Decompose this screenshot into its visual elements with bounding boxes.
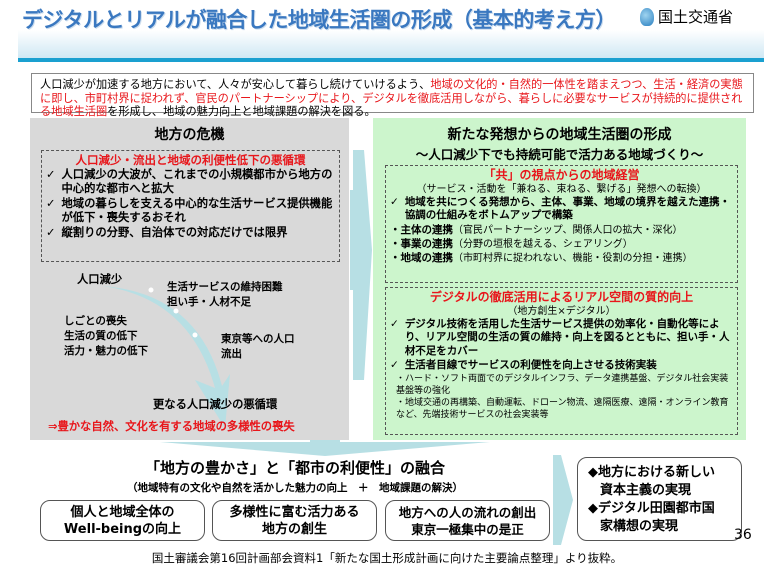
- vision-title: 新たな発想からの地域生活圏の形成: [447, 127, 672, 143]
- sub-item-label: ・事業の連携: [390, 237, 453, 250]
- cycle-label: 流出: [221, 348, 242, 360]
- crisis-item: ✓ 縦割りの分野、自治体での対応だけでは限界: [46, 226, 335, 241]
- crisis-box: 人口減少・流出と地域の利便性低下の悪循環 ✓ 人口減少の大波が、これまでの小規模都…: [41, 150, 340, 262]
- fusion-subtitle: （地域特有の文化や自然を活かした魅力の向上 ＋ 地域課題の解決）: [127, 482, 463, 494]
- sub-item-label: ・地域の連携: [390, 251, 453, 264]
- community-management-box: 「共」の視点からの地域経営 （サービス・活動を「兼ねる、束ねる、繋げる」発想への…: [385, 165, 738, 283]
- vision-item: ✓ 生活者目線でサービスの利便性を向上させる技術実装: [390, 358, 733, 373]
- fusion-title: 「地方の豊かさ」と「都市の利便性」の融合: [144, 459, 445, 477]
- outcome-line: 家構想の実現: [600, 519, 679, 534]
- section-note: （サービス・活動を「兼ねる、束ねる、繋げる」発想への転換）: [416, 183, 707, 195]
- title-rule: [18, 58, 764, 62]
- cycle-label: 担い手・人材不足: [167, 296, 251, 308]
- goal-box: 多様性に富む活力ある地方の創生: [212, 500, 377, 541]
- check-icon: ✓: [46, 196, 56, 210]
- ministry-name: 国土交通省: [658, 8, 734, 26]
- cycle-end: 更なる人口減少の悪循環: [153, 398, 278, 411]
- cycle-label: 生活サービスの維持困難: [167, 281, 283, 293]
- vision-panel: 新たな発想からの地域生活圏の形成 ～人口減少下でも持続可能で活力ある地域づくり～…: [373, 118, 746, 440]
- goal-box: 個人と地域全体の Well-beingの向上: [40, 500, 205, 541]
- crisis-subtitle: 人口減少・流出と地域の利便性低下の悪循環: [75, 153, 306, 167]
- goal-line: 東京一極集中の是正: [411, 522, 524, 537]
- ministry-emblem-icon: [640, 7, 654, 26]
- check-icon: ✓: [46, 225, 56, 239]
- cycle-label: 東京等への人口: [221, 333, 295, 345]
- section-note: （地方創生×デジタル）: [507, 305, 616, 317]
- page-number: 36: [734, 527, 752, 543]
- right-arrow-icon: [553, 455, 573, 545]
- cycle-label: 活力・魅力の低下: [64, 345, 148, 357]
- sub-item-note: （官民パートナーシップ、関係人口の拡大・深化）: [453, 224, 683, 236]
- crisis-item: ✓ 地域の暮らしを支える中心的な生活サービス提供機能が低下・喪失するおそれ: [46, 197, 335, 226]
- cycle-label: しごとの喪失: [64, 315, 127, 327]
- page-title: デジタルとリアルが融合した地域生活圏の形成（基本的考え方）: [22, 8, 616, 32]
- goal-line: 個人と地域全体の: [70, 505, 175, 520]
- sub-item-note: （分野の垣根を越える、シェアリング）: [453, 238, 633, 250]
- sub-item: ・ハード・ソフト両面でのデジタルインフラ、データ連携基盤、デジタル社会実装基盤等…: [396, 374, 729, 396]
- check-icon: ✓: [390, 195, 399, 208]
- crisis-conclusion: ⇒豊かな自然、文化を有する地域の多様性の喪失: [48, 420, 295, 433]
- goal-line: 多様性に富む活力ある: [229, 505, 360, 520]
- outcome-box: ◆地方における新しい 資本主義の実現 ◆デジタル田園都市国 家構想の実現: [577, 457, 742, 541]
- sub-item: ・地域の連携（市町村界に捉われない、機能・役割の分担・連携）: [390, 251, 733, 265]
- digital-box: デジタルの徹底活用によるリアル空間の質的向上 （地方創生×デジタル） ✓ デジタル…: [385, 287, 738, 435]
- crisis-item-text: 地域の暮らしを支える中心的な生活サービス提供機能が低下・喪失するおそれ: [61, 196, 333, 225]
- sub-item: ・事業の連携（分野の垣根を越える、シェアリング）: [390, 237, 733, 251]
- check-icon: ✓: [46, 167, 56, 181]
- outcome-line: ◆デジタル田園都市国: [588, 501, 715, 516]
- sub-item-note: （市町村界に捉われない、機能・役割の分担・連携）: [453, 252, 693, 264]
- crisis-panel: 地方の危機 人口減少・流出と地域の利便性低下の悪循環 ✓ 人口減少の大波が、これま…: [30, 118, 349, 440]
- section-title: 「共」の視点からの地域経営: [483, 168, 640, 182]
- vision-item-text: 地域を共につくる発想から、主体、事業、地域の境界を越えた連携・協調の仕組みをボト…: [404, 195, 731, 222]
- check-icon: ✓: [390, 317, 399, 330]
- vision-item-text: 生活者目線でサービスの利便性を向上させる技術実装: [404, 359, 657, 371]
- down-arrow-icon: [160, 440, 490, 456]
- crisis-item: ✓ 人口減少の大波が、これまでの小規模都市から地方の中心的な都市へと拡大: [46, 168, 335, 197]
- sub-item: ・地域交通の再構築、自動運転、ドローン物流、遠隔医療、遠隔・オンライン教育など、…: [396, 398, 729, 420]
- cycle-label: 生活の質の低下: [64, 330, 138, 342]
- ministry-logo: 国土交通省: [640, 6, 733, 27]
- cycle-arrow: [102, 286, 230, 428]
- intro-text-end: を形成し、地域の魅力向上と地域課題の解決を図る。: [107, 105, 376, 118]
- outcome-line: ◆地方における新しい: [588, 465, 715, 480]
- check-icon: ✓: [390, 359, 399, 371]
- intro-box: 人口減少が加速する地方において、人々が安心して暮らし続けていけるよう、地域の文化…: [31, 73, 754, 118]
- intro-highlight: 地域の文化的・自然的一体性を踏まえつつ、生活・経済の実態に即し、市町村界に捉われ…: [40, 78, 743, 118]
- vision-item: ✓ デジタル技術を活用した生活サービス提供の効率化・自動化等により、リアル空間の生…: [390, 318, 733, 359]
- cycle-start: 人口減少: [77, 273, 123, 286]
- goal-box: 地方への人の流れの創出東京一極集中の是正: [385, 500, 550, 541]
- title-band: [18, 30, 764, 58]
- goal-line: Well-beingの向上: [63, 522, 182, 537]
- section-title: デジタルの徹底活用によるリアル空間の質的向上: [429, 290, 694, 304]
- right-arrow-icon: [350, 150, 372, 380]
- intro-text: 人口減少が加速する地方において、人々が安心して暮らし続けていけるよう、: [40, 78, 431, 91]
- vision-subtitle: ～人口減少下でも持続可能で活力ある地域づくり～: [415, 147, 704, 162]
- goal-line: 地方の創生: [261, 522, 327, 537]
- crisis-item-text: 人口減少の大波が、これまでの小規模都市から地方の中心的な都市へと拡大: [61, 167, 333, 196]
- source-caption: 国土審議会第16回計画部会資料1「新たな国土形成計画に向けた主要論点整理」より抜…: [151, 551, 623, 565]
- goal-line: 地方への人の流れの創出: [398, 505, 537, 520]
- vision-item: ✓ 地域を共につくる発想から、主体、事業、地域の境界を越えた連携・協調の仕組みをボ…: [390, 196, 733, 223]
- crisis-title: 地方の危機: [154, 127, 225, 143]
- sub-item: ・主体の連携（官民パートナーシップ、関係人口の拡大・深化）: [390, 223, 733, 237]
- outcome-line: 資本主義の実現: [600, 483, 692, 498]
- sub-item-label: ・主体の連携: [390, 223, 453, 236]
- crisis-item-text: 縦割りの分野、自治体での対応だけでは限界: [61, 225, 288, 239]
- vision-item-text: デジタル技術を活用した生活サービス提供の効率化・自動化等により、リアル空間の生活…: [404, 317, 730, 357]
